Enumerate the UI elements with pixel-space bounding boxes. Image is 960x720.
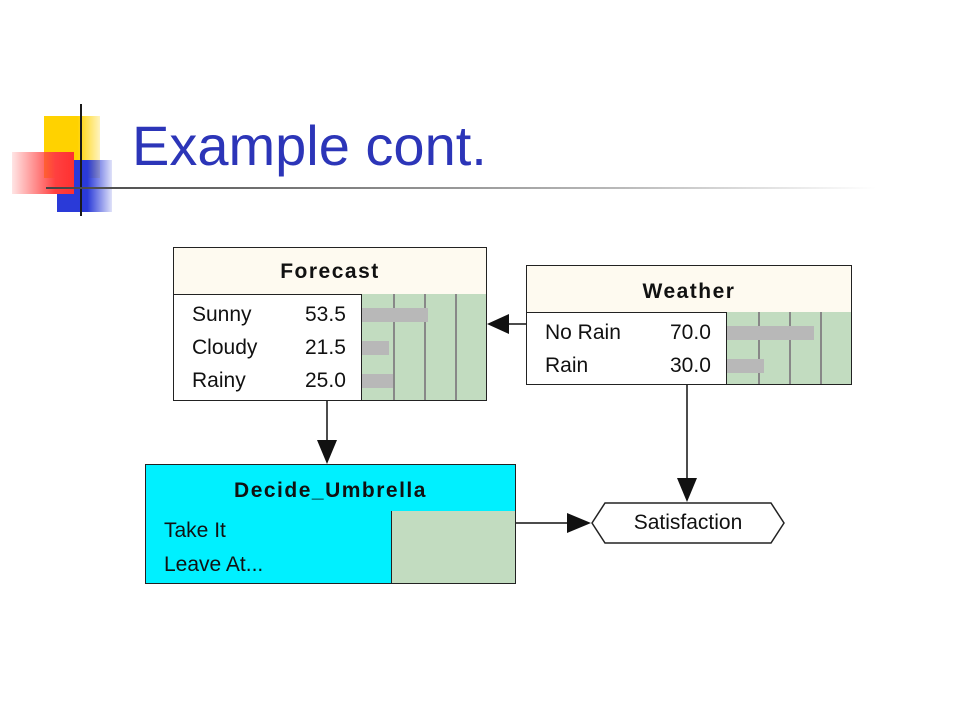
weather-belief-bars [726, 312, 851, 384]
belief-gridline [789, 312, 791, 384]
weather-state-label: Rain [545, 354, 589, 377]
weather-node-title: Weather [527, 266, 851, 313]
decoration-vertical-line [80, 104, 82, 216]
decide-umbrella-node[interactable]: Decide_Umbrella Take It Leave At... [145, 464, 516, 584]
satisfaction-hexagon [591, 502, 785, 544]
forecast-belief-bar [362, 341, 389, 355]
decision-choice-label: Take It [164, 519, 226, 542]
belief-gridline [820, 312, 822, 384]
decision-choices: Take It Leave At... [146, 511, 391, 583]
arrowhead-forecast-decide [317, 440, 337, 464]
forecast-state-label: Cloudy [192, 336, 258, 359]
forecast-state-value: 53.5 [305, 303, 346, 326]
forecast-state-label: Rainy [192, 369, 246, 392]
forecast-state-value: 21.5 [305, 336, 346, 359]
weather-belief-bar [727, 359, 764, 373]
satisfaction-node-title: Satisfaction [633, 511, 743, 534]
forecast-belief-bar [362, 308, 428, 322]
arrowhead-weather-satisfaction [677, 478, 697, 502]
weather-state-value: 70.0 [670, 321, 711, 344]
arrowhead-weather-forecast [487, 314, 509, 334]
forecast-belief-bars [361, 294, 486, 400]
weather-node[interactable]: Weather No Rain 70.0 Rain 30.0 [526, 265, 852, 385]
slide-title: Example cont. [132, 114, 487, 177]
forecast-belief-bar [362, 374, 393, 388]
arrowhead-decide-satisfaction [567, 513, 591, 533]
forecast-state-value: 25.0 [305, 369, 346, 392]
decision-value-area [391, 511, 515, 583]
forecast-state-label: Sunny [192, 303, 252, 326]
decision-choice-label: Leave At... [164, 553, 264, 576]
forecast-node[interactable]: Forecast Sunny 53.5 Cloudy 21.5 Rainy 25… [173, 247, 487, 401]
weather-belief-bar [727, 326, 814, 340]
belief-gridline [455, 294, 457, 400]
belief-gridline [393, 294, 395, 400]
forecast-node-title: Forecast [174, 248, 486, 295]
belief-gridline [758, 312, 760, 384]
weather-state-value: 30.0 [670, 354, 711, 377]
decide-umbrella-node-title: Decide_Umbrella [146, 465, 515, 512]
weather-state-label: No Rain [545, 321, 621, 344]
satisfaction-node[interactable]: Satisfaction [591, 502, 785, 544]
title-underline [46, 187, 876, 189]
belief-gridline [424, 294, 426, 400]
